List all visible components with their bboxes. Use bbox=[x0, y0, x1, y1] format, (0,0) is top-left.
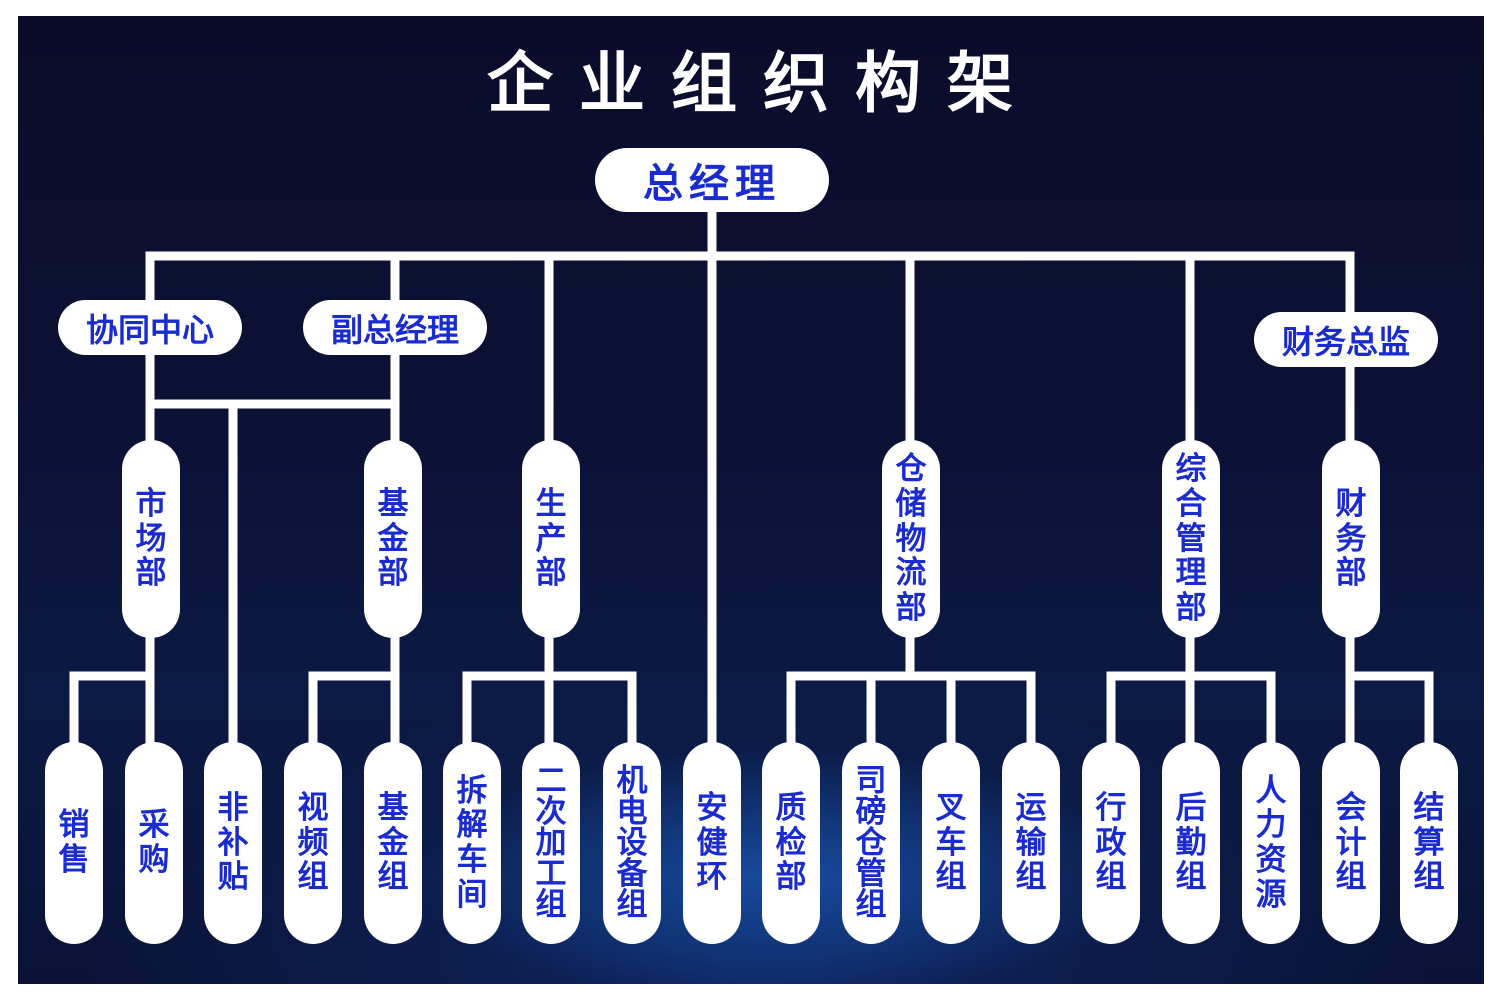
node-group-logistics-support-label: 后勤组 bbox=[1175, 789, 1207, 896]
node-dept-marketing-label: 市场部 bbox=[135, 485, 167, 592]
node-group-accounting-label: 会计组 bbox=[1335, 789, 1367, 896]
node-group-quality-inspection-label: 质检部 bbox=[775, 789, 807, 896]
node-dept-production: 生产部 bbox=[522, 440, 580, 638]
node-group-sales-label: 销售 bbox=[58, 807, 90, 878]
node-xietong-center-label: 协同中心 bbox=[85, 310, 214, 349]
node-dept-marketing: 市场部 bbox=[122, 440, 180, 638]
node-group-human-resources-label: 人力资源 bbox=[1255, 772, 1287, 913]
node-group-administration-label: 行政组 bbox=[1095, 789, 1127, 896]
node-deputy-manager: 副总经理 bbox=[303, 300, 487, 355]
node-group-logistics-support: 后勤组 bbox=[1162, 742, 1220, 944]
node-group-transport-label: 运输组 bbox=[1015, 789, 1047, 896]
node-group-forklift-label: 叉车组 bbox=[935, 789, 967, 896]
node-dept-warehouse-logistics-label: 仓储物流部 bbox=[895, 451, 927, 627]
node-group-settlement-label: 结算组 bbox=[1413, 789, 1445, 896]
node-group-weighing-storage: 司磅仓管组 bbox=[842, 742, 900, 944]
node-general-manager-label: 总经理 bbox=[643, 161, 781, 207]
node-group-dismantling: 拆解车间 bbox=[443, 742, 501, 944]
node-group-safety-health-env: 安健环 bbox=[683, 742, 741, 944]
node-dept-general-admin-label: 综合管理部 bbox=[1175, 451, 1207, 627]
node-group-electromechanical-label: 机电设备组 bbox=[616, 762, 648, 923]
node-group-secondary-processing-label: 二次加工组 bbox=[535, 762, 567, 923]
node-group-accounting: 会计组 bbox=[1322, 742, 1380, 944]
node-dept-general-admin: 综合管理部 bbox=[1162, 440, 1220, 638]
node-dept-warehouse-logistics: 仓储物流部 bbox=[882, 440, 940, 638]
node-group-non-subsidy: 非补贴 bbox=[204, 742, 262, 944]
node-group-human-resources: 人力资源 bbox=[1242, 742, 1300, 944]
node-group-secondary-processing: 二次加工组 bbox=[522, 742, 580, 944]
node-group-electromechanical: 机电设备组 bbox=[603, 742, 661, 944]
node-dept-production-label: 生产部 bbox=[535, 485, 567, 592]
node-dept-fund-label: 基金部 bbox=[377, 485, 409, 592]
node-group-settlement: 结算组 bbox=[1400, 742, 1458, 944]
node-group-administration: 行政组 bbox=[1082, 742, 1140, 944]
node-xietong-center: 协同中心 bbox=[58, 300, 242, 355]
node-group-fund: 基金组 bbox=[364, 742, 422, 944]
node-group-sales: 销售 bbox=[45, 742, 103, 944]
node-group-weighing-storage-label: 司磅仓管组 bbox=[855, 762, 887, 923]
node-general-manager: 总经理 bbox=[595, 148, 829, 212]
node-group-forklift: 叉车组 bbox=[922, 742, 980, 944]
node-group-purchasing: 采购 bbox=[125, 742, 183, 944]
node-group-dismantling-label: 拆解车间 bbox=[456, 772, 488, 913]
node-dept-finance-label: 财务部 bbox=[1335, 485, 1367, 592]
node-finance-director: 财务总监 bbox=[1254, 312, 1438, 367]
node-dept-finance: 财务部 bbox=[1322, 440, 1380, 638]
node-group-video: 视频组 bbox=[284, 742, 342, 944]
node-group-video-label: 视频组 bbox=[297, 789, 329, 896]
node-group-fund-label: 基金组 bbox=[377, 789, 409, 896]
node-deputy-manager-label: 副总经理 bbox=[330, 310, 459, 349]
node-group-safety-health-env-label: 安健环 bbox=[696, 789, 728, 896]
node-group-non-subsidy-label: 非补贴 bbox=[217, 789, 249, 896]
node-group-purchasing-label: 采购 bbox=[138, 807, 170, 878]
node-finance-director-label: 财务总监 bbox=[1281, 322, 1410, 361]
node-group-transport: 运输组 bbox=[1002, 742, 1060, 944]
page-title: 企业组织构架 bbox=[487, 45, 1039, 122]
node-group-quality-inspection: 质检部 bbox=[762, 742, 820, 944]
node-dept-fund: 基金部 bbox=[364, 440, 422, 638]
